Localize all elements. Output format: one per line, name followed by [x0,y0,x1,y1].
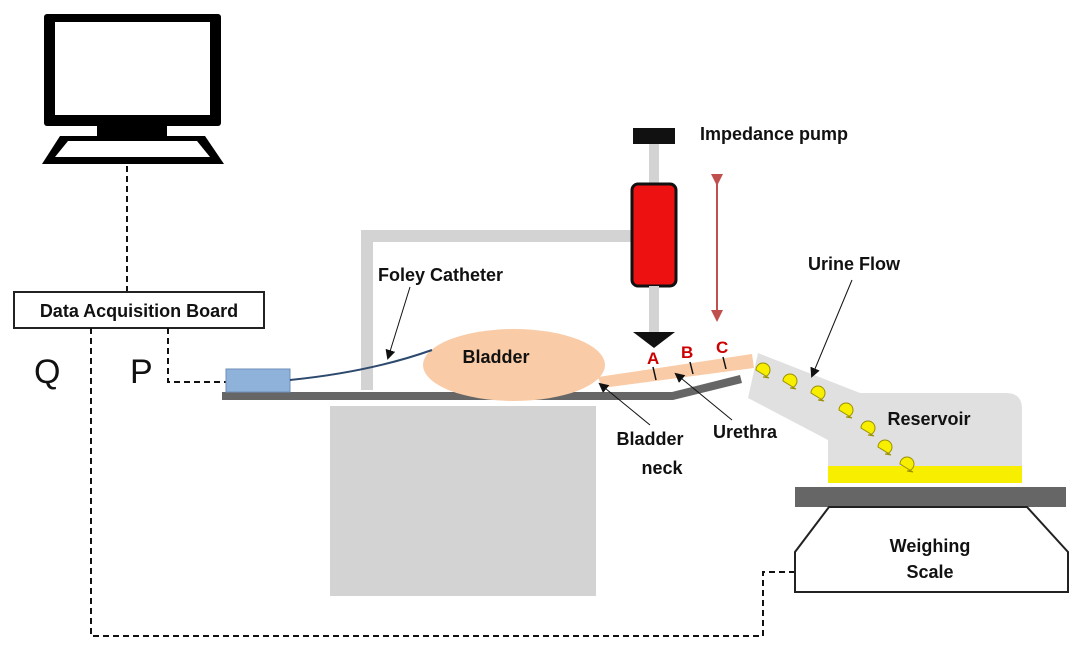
reservoir-body [748,353,1022,483]
urine-flow-label: Urine Flow [808,254,901,274]
point-a-label: A [647,349,659,368]
point-b-label: B [681,343,693,362]
bladder-shape [423,329,605,401]
foley-catheter-pointer [385,286,411,360]
droplet-icon [860,420,876,437]
weighing-scale-label-line2: Scale [906,562,953,582]
point-b-marker [689,361,694,375]
p-label: P [130,353,153,391]
computer-monitor-icon [42,14,224,164]
q-label: Q [34,353,60,391]
pump-support-arm [361,230,634,390]
point-c-marker [722,356,727,370]
urine-flow-pointer [810,279,853,378]
droplet-icon [810,385,826,402]
pressure-sensor [225,368,291,393]
collected-urine [828,466,1022,483]
urethra-tube [598,354,754,388]
bladder-neck-label-line1: Bladder [616,429,683,449]
scale-platform [795,487,1066,507]
reservoir-label: Reservoir [887,409,970,429]
droplet-icon [755,362,771,379]
droplet-icon [899,456,915,473]
weighing-scale-label-line1: Weighing [890,536,971,556]
p-signal-line [167,328,226,383]
data-acquisition-board-label: Data Acquisition Board [40,301,238,321]
stand-base [330,406,596,596]
data-acquisition-board: Data Acquisition Board [13,291,265,329]
bladder-label: Bladder [462,347,529,367]
point-a-marker [652,366,657,381]
point-c-label: C [716,338,728,357]
urine-droplets [755,362,915,473]
urethra-label: Urethra [713,422,778,442]
droplet-icon [782,373,798,390]
bladder-neck-label-line2: neck [641,458,683,478]
bladder-neck-pointer [598,382,651,426]
impedance-pump [630,128,678,348]
weighing-scale-body [794,506,1069,593]
foley-catheter-label: Foley Catheter [378,265,503,285]
urethra-pointer [674,372,733,421]
droplet-icon [877,439,893,456]
impedance-pump-label: Impedance pump [700,124,848,144]
droplet-icon [838,402,854,419]
foley-catheter-tube [289,349,433,381]
q-signal-line [90,328,796,637]
